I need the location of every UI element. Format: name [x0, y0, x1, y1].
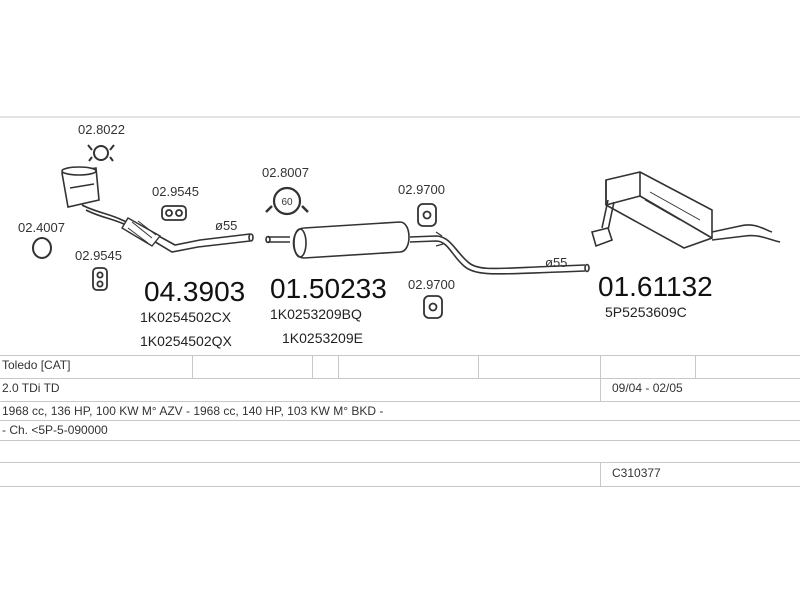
mount-icon-d[interactable]: [423, 295, 443, 319]
table-line-1: [0, 355, 800, 356]
table-vline-6: [695, 355, 696, 378]
table-vline-7: [600, 462, 601, 486]
pipe-diameter-label-1: ø55: [215, 218, 237, 233]
clamp-size-label: 60: [281, 197, 293, 208]
table-line-6: [0, 462, 800, 463]
info-code: C310377: [612, 466, 661, 480]
table-line-2: [0, 378, 800, 379]
mount-icon-c[interactable]: [417, 203, 437, 227]
assembly-number-2: 01.50233: [270, 273, 387, 304]
info-engine: 2.0 TDi TD: [2, 381, 60, 395]
table-vline-1: [192, 355, 193, 378]
table-vline-4: [478, 355, 479, 378]
mount-icon-b[interactable]: [92, 267, 108, 291]
info-model: Toledo [CAT]: [2, 358, 71, 372]
info-chassis: - Ch. <5P-5-090000: [2, 423, 108, 437]
info-period: 09/04 - 02/05: [612, 381, 683, 395]
assembly-number-3: 01.61132: [598, 271, 713, 302]
part-label-mount-d: 02.9700: [408, 277, 455, 292]
part-label-mount-c: 02.9700: [398, 182, 445, 197]
rear-silencer-icon[interactable]: [591, 171, 781, 249]
table-vline-3: [338, 355, 339, 378]
gasket-icon-left[interactable]: [32, 237, 52, 259]
catalytic-converter-icon[interactable]: [61, 166, 254, 253]
assembly-oem1-1: 1K0254502CX: [140, 309, 232, 325]
pipe-diameter-label-2: ø55: [545, 255, 567, 270]
assembly-oem2-2: 1K0253209E: [282, 330, 363, 346]
part-label-mount-a: 02.9545: [152, 184, 199, 199]
table-line-7: [0, 486, 800, 487]
table-vline-5: [600, 355, 601, 401]
clamp-icon-mid[interactable]: 60: [265, 186, 309, 216]
part-label-clamp-top: 02.8022: [78, 122, 125, 137]
part-label-gasket-left: 02.4007: [18, 220, 65, 235]
assembly-oem1-2: 1K0253209BQ: [270, 306, 362, 322]
assembly-oem1-3: 5P5253609C: [605, 304, 687, 320]
part-label-clamp-mid: 02.8007: [262, 165, 309, 180]
middle-silencer-icon[interactable]: [265, 221, 590, 275]
mount-icon-a[interactable]: [161, 205, 187, 221]
table-line-4: [0, 420, 800, 421]
table-line-5: [0, 440, 800, 441]
table-line-3: [0, 401, 800, 402]
table-vline-2: [312, 355, 313, 378]
info-specs: 1968 cc, 136 HP, 100 KW M° AZV - 1968 cc…: [2, 404, 384, 418]
part-label-mount-b: 02.9545: [75, 248, 122, 263]
clamp-icon-top[interactable]: [87, 144, 115, 162]
assembly-number-1: 04.3903: [144, 276, 245, 307]
assembly-oem2-1: 1K0254502QX: [140, 333, 233, 349]
